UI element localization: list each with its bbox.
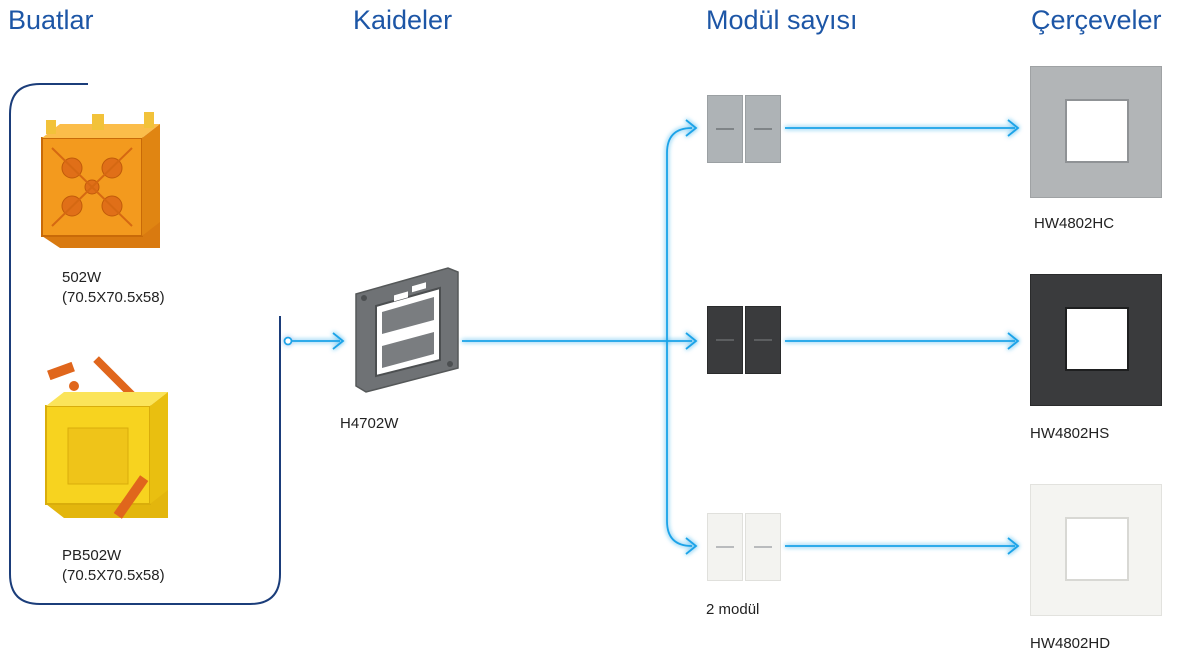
arrowhead [685, 537, 698, 555]
module-key [745, 95, 781, 163]
module-key [745, 513, 781, 581]
heading-modules: Modül sayısı [706, 5, 858, 35]
arrowhead [332, 332, 345, 350]
box-pb502w-image [45, 356, 168, 519]
module-pair-light-grey [707, 95, 781, 163]
module-pair-dark [707, 306, 781, 374]
base-h4702w-image [355, 267, 459, 393]
base-code: H4702W [340, 415, 399, 432]
arrowhead [685, 332, 698, 350]
frame-hw4802hs-image [1030, 274, 1162, 406]
box-code: PB502W [62, 547, 122, 564]
box-dimensions: (70.5X70.5x58) [62, 289, 165, 306]
module-key [707, 306, 743, 374]
frame-code: HW4802HD [1030, 635, 1111, 652]
frame-code: HW4802HS [1030, 425, 1110, 442]
module-key [707, 95, 743, 163]
heading-frames: Çerçeveler [1031, 5, 1162, 35]
frame-hw4802hc-image [1030, 66, 1162, 198]
arrowhead [685, 119, 698, 137]
box-502w-image [41, 112, 160, 248]
module-pair-white [707, 513, 781, 581]
heading-bases: Kaideler [353, 5, 453, 35]
arrowhead [1007, 332, 1020, 350]
arrowhead [1007, 537, 1020, 555]
box-dimensions: (70.5X70.5x58) [62, 567, 165, 584]
wire-splitter [666, 127, 693, 547]
junction-dot [283, 336, 293, 346]
boxes-bracket [9, 83, 281, 605]
frame-hw4802hd-image [1030, 484, 1162, 616]
arrowhead [1007, 119, 1020, 137]
modules-caption: 2 modül [706, 601, 760, 618]
module-key [707, 513, 743, 581]
box-code: 502W [62, 269, 102, 286]
frame-code: HW4802HC [1034, 215, 1115, 232]
module-key [745, 306, 781, 374]
heading-boxes: Buatlar [8, 5, 94, 35]
